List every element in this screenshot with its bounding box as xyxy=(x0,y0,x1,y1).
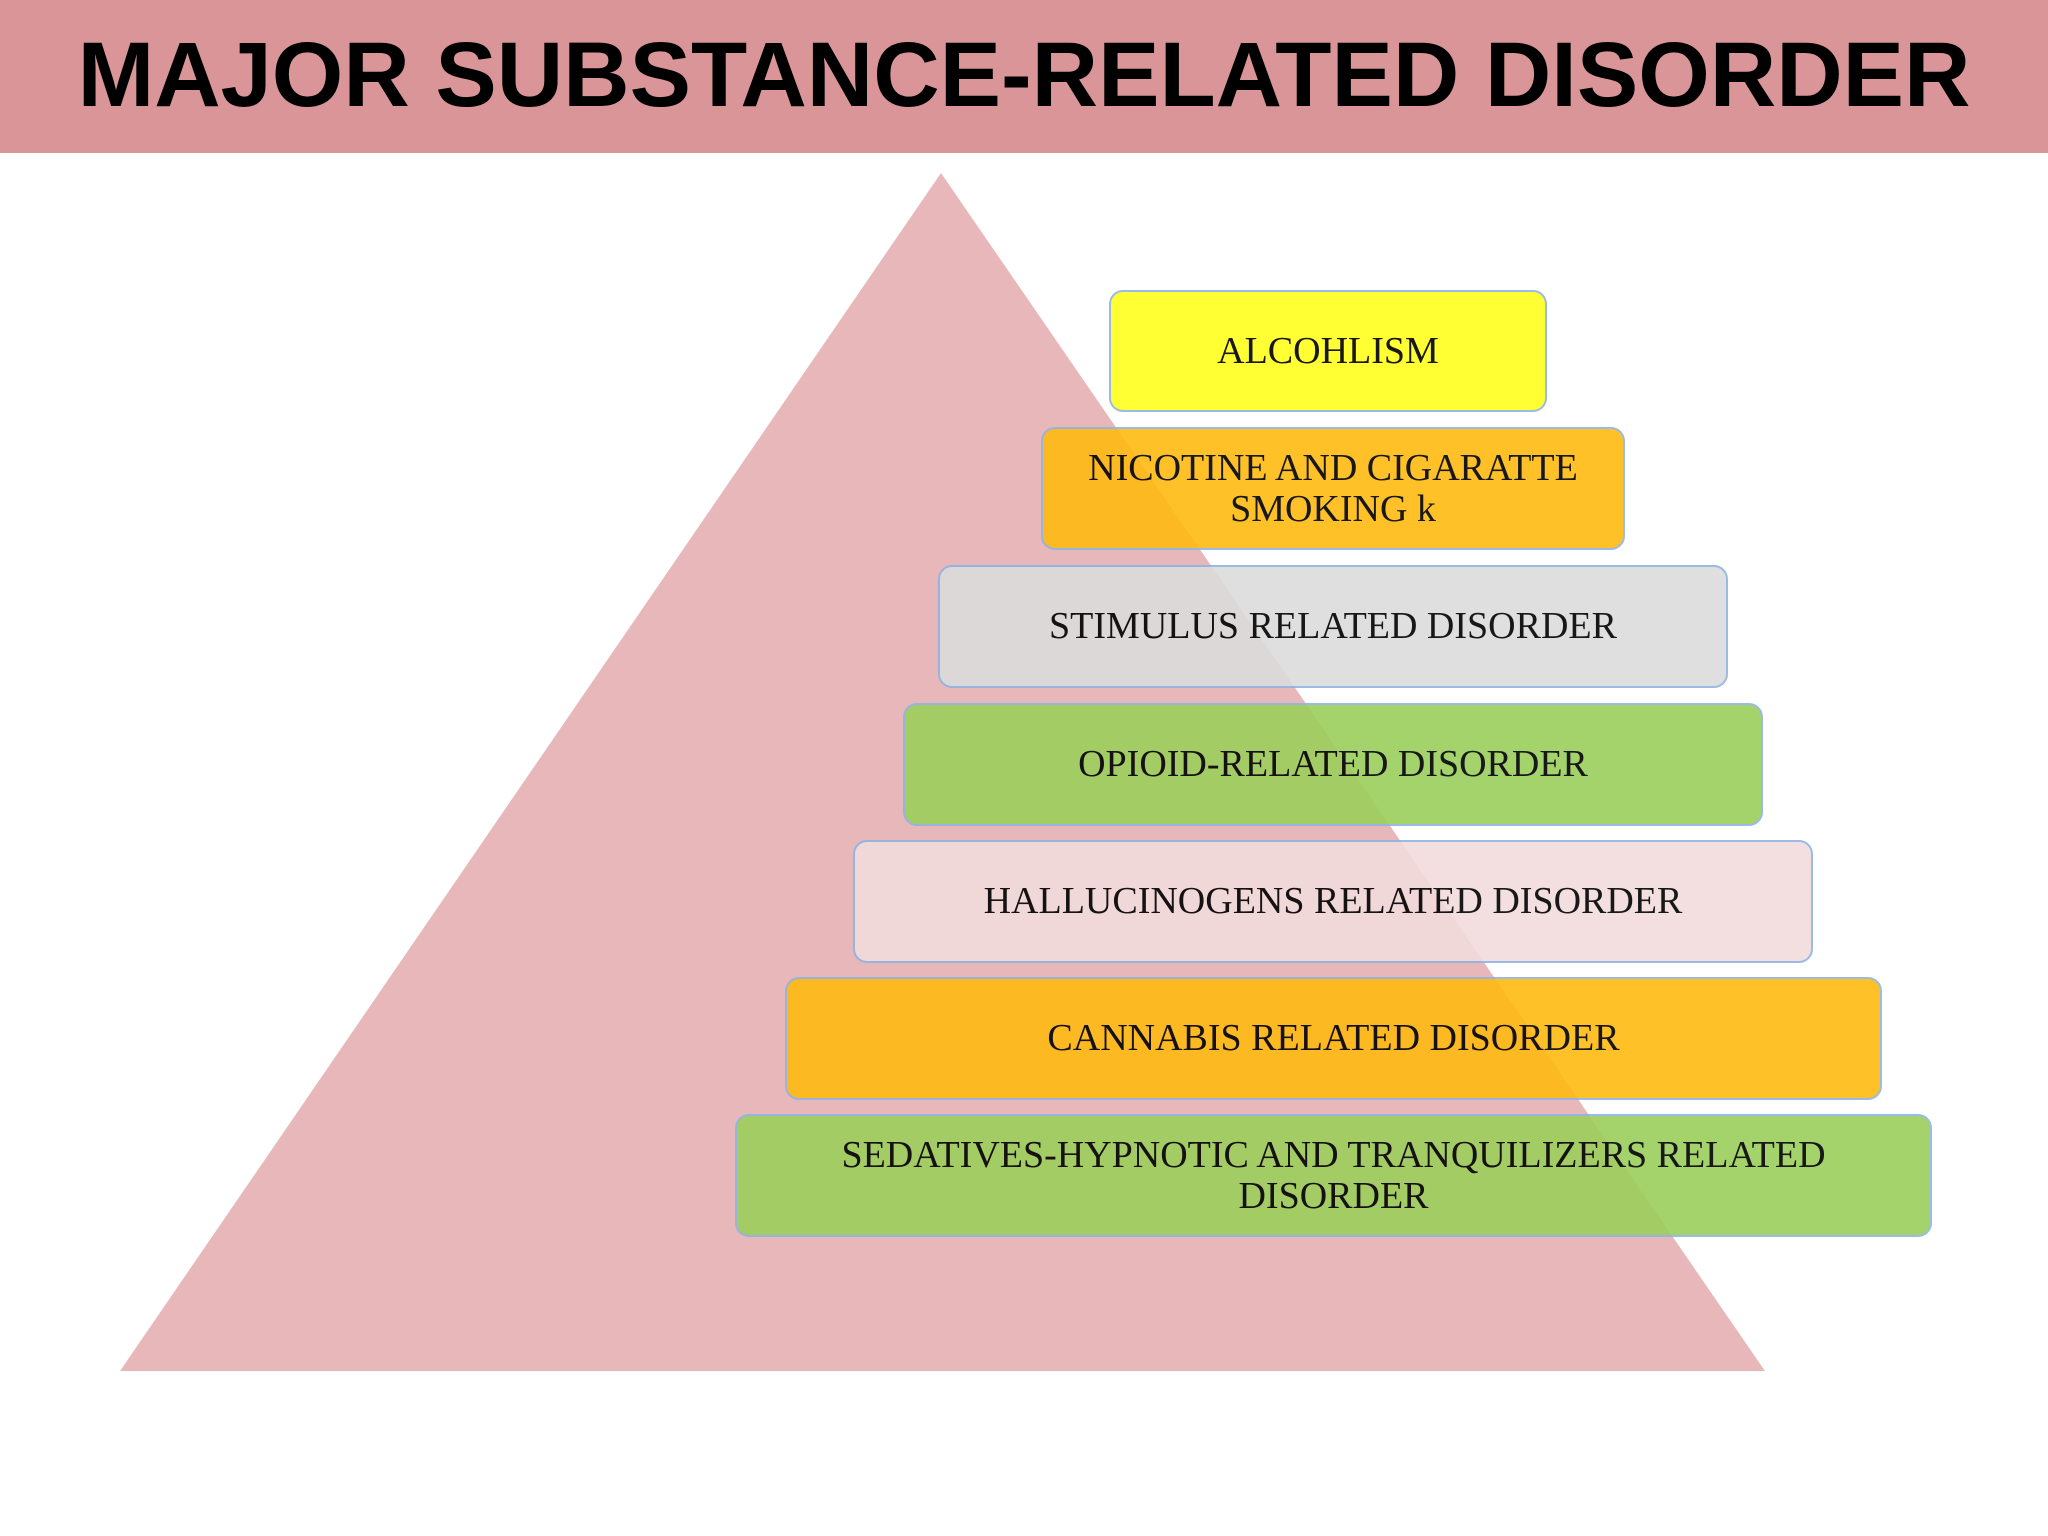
pyramid-level-4: OPIOID-RELATED DISORDER xyxy=(903,703,1763,826)
title-bar: MAJOR SUBSTANCE-RELATED DISORDER xyxy=(0,0,2048,153)
pyramid-level-label: ALCOHLISM xyxy=(1217,329,1439,372)
pyramid-level-label: CANNABIS RELATED DISORDER xyxy=(1047,1017,1620,1059)
pyramid-level-3: STIMULUS RELATED DISORDER xyxy=(938,565,1728,688)
pyramid-level-label: SEDATIVES-HYPNOTIC AND TRANQUILIZERS REL… xyxy=(841,1133,1826,1217)
pyramid-level-label: HALLUCINOGENS RELATED DISORDER xyxy=(983,880,1683,922)
pyramid-level-1: ALCOHLISM xyxy=(1109,290,1547,412)
pyramid-level-5: HALLUCINOGENS RELATED DISORDER xyxy=(853,840,1813,963)
pyramid-level-label: OPIOID-RELATED DISORDER xyxy=(1078,743,1588,785)
pyramid-level-label: NICOTINE AND CIGARATTE SMOKING k xyxy=(1088,446,1578,530)
pyramid-level-2: NICOTINE AND CIGARATTE SMOKING k xyxy=(1041,427,1625,550)
slide-title: MAJOR SUBSTANCE-RELATED DISORDER xyxy=(77,24,1971,126)
pyramid-level-6: CANNABIS RELATED DISORDER xyxy=(785,977,1882,1100)
pyramid-level-label: STIMULUS RELATED DISORDER xyxy=(1049,605,1617,647)
pyramid-level-7: SEDATIVES-HYPNOTIC AND TRANQUILIZERS REL… xyxy=(735,1114,1932,1237)
